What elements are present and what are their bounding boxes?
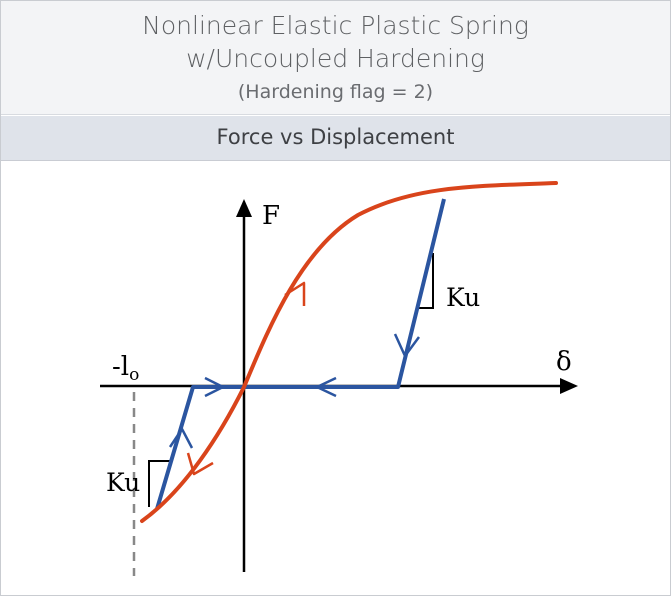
reloading-arrow-right xyxy=(204,376,225,398)
subtitle-text: Force vs Displacement xyxy=(216,125,455,149)
unloading-path xyxy=(155,198,446,510)
subtitle-bar: Force vs Displacement xyxy=(1,116,670,161)
displacement-axis-arrowhead xyxy=(560,378,578,394)
negative-limit-label-main: -l xyxy=(112,352,129,382)
loading-arrow-upper xyxy=(284,281,306,306)
stiffness-triangle-lower xyxy=(148,460,172,507)
force-axis-arrowhead xyxy=(236,199,252,217)
title-line-1: Nonlinear Elastic Plastic Spring xyxy=(142,11,529,40)
unloading-arrow-upper xyxy=(393,333,421,358)
stiffness-triangle-upper xyxy=(417,253,434,309)
title-line-2: w/Uncoupled Hardening xyxy=(186,44,485,73)
loading-curve xyxy=(140,181,558,523)
stiffness-label-lower: Ku xyxy=(106,468,140,497)
force-axis-label: F xyxy=(262,201,280,231)
displacement-axis-label: δ xyxy=(556,347,572,377)
reloading-arrow-lower xyxy=(168,427,194,449)
unloading-arrow-middle xyxy=(315,376,337,398)
title-panel: Nonlinear Elastic Plastic Spring w/Uncou… xyxy=(1,1,670,115)
negative-limit-label: -lo xyxy=(112,352,139,385)
stiffness-label-upper: Ku xyxy=(446,283,480,312)
negative-limit-label-subscript: o xyxy=(129,365,139,385)
loading-arrow-lower xyxy=(186,452,214,476)
title-line-3: (Hardening flag = 2) xyxy=(237,81,434,103)
